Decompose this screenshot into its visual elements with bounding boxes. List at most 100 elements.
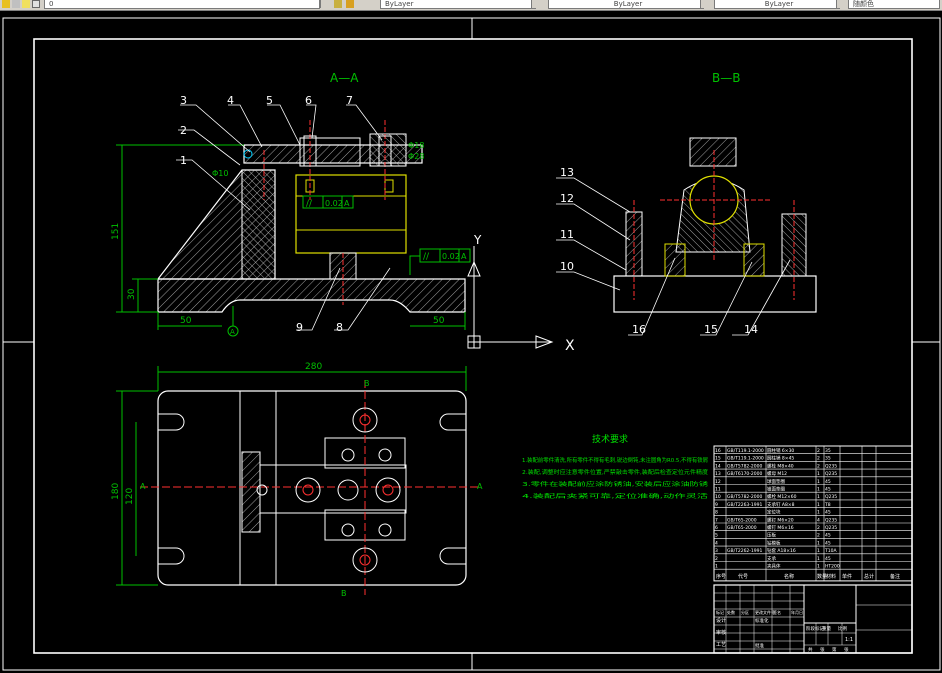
bom-row-3-col-1: GB/T2262-1991 <box>727 548 763 554</box>
bom-row-8-col-4: 45 <box>825 510 831 516</box>
layer-color-icon[interactable] <box>32 0 40 8</box>
bom-row-15-col-0: 15 <box>715 456 721 462</box>
bom-row-7-col-3: 4 <box>817 517 820 523</box>
bom-row-8-col-3: 1 <box>817 510 820 516</box>
bom-row-15-col-1: GB/T119.1-2000 <box>727 456 764 462</box>
linetype-dropdown-arrow[interactable] <box>700 0 710 8</box>
bom-header-5: 单件 <box>842 573 852 580</box>
section-aa-label: A—A <box>330 71 359 85</box>
titleblock-stage-2: 比例 <box>838 625 847 632</box>
svg-text://: // <box>306 199 313 209</box>
bom-row-2-col-4: 45 <box>825 556 831 562</box>
bom-row-5-col-4: 45 <box>825 533 831 539</box>
color-dropdown-arrow[interactable] <box>531 0 541 8</box>
layer-previous-icon[interactable] <box>346 0 354 8</box>
bom-row-2-col-2: 支承 <box>767 555 776 562</box>
section-mark-b-bottom: B <box>341 589 347 598</box>
dim-280: 280 <box>305 362 322 372</box>
titleblock-sheet-3: 张 <box>844 646 849 653</box>
bom-header-4: 材料 <box>826 573 836 580</box>
bom-row-4-col-0: 4 <box>715 540 718 546</box>
bom-row-10-col-4: Q235 <box>825 494 837 500</box>
bom-row-4-col-4: 45 <box>825 540 831 546</box>
dim-120: 120 <box>125 488 135 505</box>
color-dropdown[interactable]: ByLayer <box>380 0 536 9</box>
part-number-14: 14 <box>744 323 758 336</box>
dia-10: Φ10 <box>212 169 228 178</box>
bom-row-16-col-4: 35 <box>825 448 831 454</box>
layer-dropdown-arrow[interactable] <box>320 0 330 8</box>
bom-row-4-col-3: 1 <box>817 540 820 546</box>
bom-row-6-col-0: 6 <box>715 525 718 531</box>
titleblock-label-2: 分区 <box>741 609 749 615</box>
bom-row-5-col-0: 5 <box>715 533 718 539</box>
bom-row-3-col-3: 1 <box>817 548 820 554</box>
dia-18: Φ18 <box>408 141 424 150</box>
technical-notes: 技术要求 1.装配前零件清洗,所有零件不得有毛刺,锐边倒钝,未注圆角为R0.5,… <box>522 433 709 500</box>
titleblock-row-label-1: 审核 <box>716 629 726 636</box>
layer-state-icon[interactable] <box>2 0 10 8</box>
linetype-dropdown[interactable]: ByLayer <box>548 0 704 9</box>
titleblock-label-1: 处数 <box>727 609 735 615</box>
bom-row-8-col-2: 定位块 <box>767 509 781 516</box>
svg-text://: // <box>423 252 430 262</box>
bom-header-6: 总计 <box>864 573 874 580</box>
part-number-7: 7 <box>346 94 353 107</box>
bom-row-16-col-3: 2 <box>817 448 820 454</box>
bom-row-14-col-0: 14 <box>715 463 721 469</box>
bom-header-0: 序号 <box>716 573 726 580</box>
lineweight-dropdown[interactable]: ByLayer <box>714 0 840 9</box>
bom-row-16-col-2: 圆柱销 6×30 <box>767 447 794 454</box>
layer-dropdown[interactable]: 0 <box>44 0 320 9</box>
section-view-bb: B—B <box>556 71 817 336</box>
titleblock-sheet-2: 第 <box>832 646 837 653</box>
section-mark-b-top: B <box>364 379 370 388</box>
titleblock-row-label-2: 工艺 <box>716 642 726 648</box>
dim-180: 180 <box>111 483 121 500</box>
tolerance-value-1: 0.02 <box>325 199 343 208</box>
bom-row-3-col-2: 钻套 A18×16 <box>767 547 796 554</box>
bom-row-13-col-2: 螺母 M12 <box>767 470 787 477</box>
titleblock-label-4: 签名 <box>773 609 781 615</box>
notes-title: 技术要求 <box>592 433 628 445</box>
bom-row-14-col-1: GB/T5782-2000 <box>727 463 763 469</box>
notes-line: 1.装配前零件清洗,所有零件不得有毛刺,锐边倒钝,未注圆角为R0.5,不得有铁屑 <box>522 456 708 464</box>
layer-freeze-icon[interactable] <box>22 0 30 8</box>
bom-row-8-col-0: 8 <box>715 510 718 516</box>
section-bb-label: B—B <box>712 71 740 85</box>
cad-model-space[interactable]: A—A // 0.02 A // 0.02 <box>0 10 942 673</box>
bom-row-5-col-2: 压板 <box>767 532 776 539</box>
dim-30: 30 <box>127 288 137 300</box>
bom-row-7-col-2: 螺钉 M6×20 <box>767 516 794 523</box>
part-number-15: 15 <box>704 323 718 336</box>
dim-50-left: 50 <box>180 316 192 326</box>
dia-28: Φ28 <box>408 152 424 161</box>
axis-x-label: X <box>565 338 575 354</box>
datum-label-2: A <box>461 252 467 261</box>
make-current-icon[interactable] <box>334 0 342 8</box>
bom-row-13-col-4: Q235 <box>825 471 837 477</box>
bom-row-4-col-2: 钻模板 <box>767 539 781 546</box>
bom-row-10-col-2: 螺栓 M12×60 <box>767 493 797 500</box>
part-number-2: 2 <box>180 124 187 137</box>
bom-row-13-col-3: 1 <box>817 471 820 477</box>
bom-header-3: 数量 <box>817 573 827 580</box>
part-number-10: 10 <box>560 260 574 273</box>
title-block: 标记处数分区更改文件号签名年月日设计审核工艺标准化批准阶段标记重量比例1:1共张… <box>713 584 913 654</box>
bom-header-2: 名称 <box>784 573 794 580</box>
layer-lock-icon[interactable] <box>12 0 20 8</box>
bom-row-11-col-3: 1 <box>817 487 820 493</box>
lineweight-dropdown-arrow[interactable] <box>836 0 846 8</box>
bom-row-10-col-3: 1 <box>817 494 820 500</box>
bom-row-15-col-3: 2 <box>817 456 820 462</box>
titleblock-stage-1: 重量 <box>822 625 831 632</box>
plotstyle-dropdown[interactable]: 随颜色 <box>848 0 940 9</box>
part-number-8: 8 <box>336 321 343 334</box>
lineweight-value: ByLayer <box>764 0 794 8</box>
linetype-value: ByLayer <box>613 0 643 8</box>
part-number-12: 12 <box>560 192 574 205</box>
bom-row-6-col-3: 2 <box>817 525 820 531</box>
titleblock-scale: 1:1 <box>845 637 853 643</box>
